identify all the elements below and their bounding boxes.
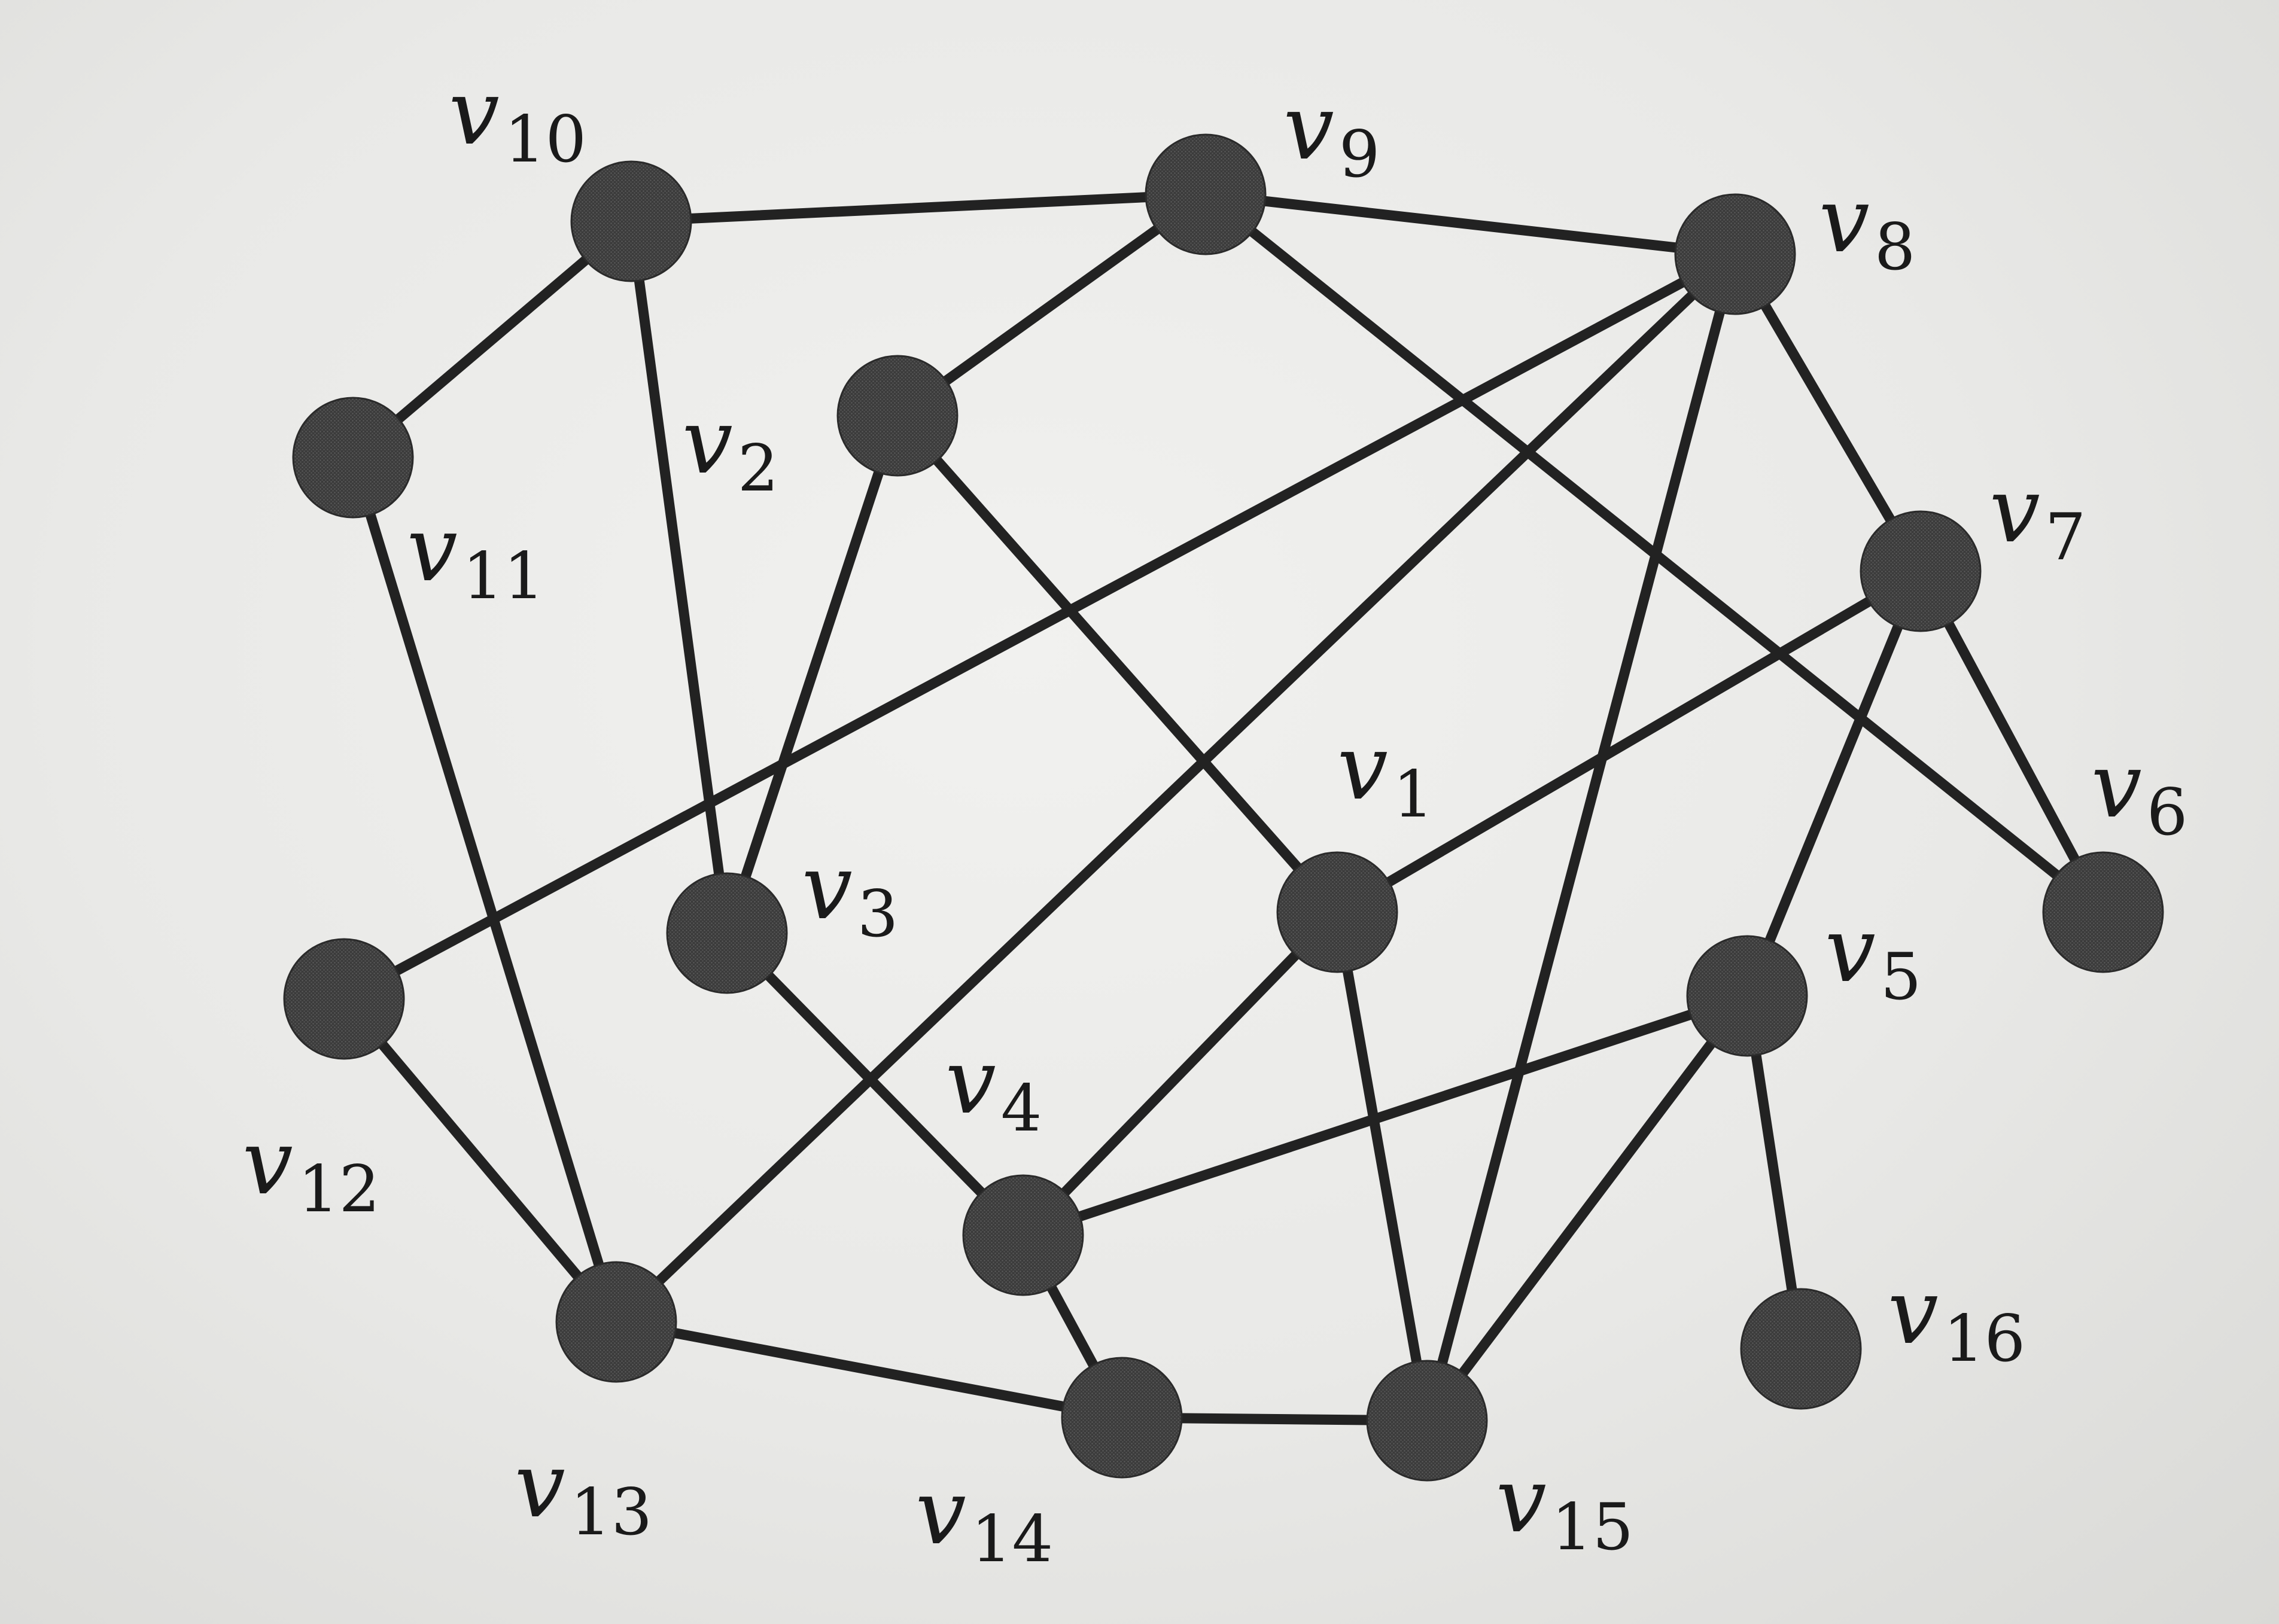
vertex-label-v7: v7 <box>1989 459 2086 575</box>
vertex-label-letter: v <box>1337 716 1388 820</box>
vertex-label-subscript: 2 <box>738 431 779 506</box>
edge-v10-v11 <box>348 216 637 463</box>
edge-v5-v15 <box>1422 991 1752 1426</box>
vertex-label-subscript: 8 <box>1875 210 1916 285</box>
edge-v10-v9 <box>626 189 1211 227</box>
vertex-label-subscript: 14 <box>971 1502 1053 1577</box>
vertex-label-subscript: 6 <box>2147 775 2188 850</box>
vertex-label-v13: v13 <box>515 1434 652 1550</box>
edge-v11-v13 <box>348 452 622 1327</box>
vertex-label-letter: v <box>945 1030 996 1134</box>
vertex-v5 <box>1686 935 1808 1057</box>
vertex-label-letter: v <box>242 1111 293 1215</box>
vertex-label-subscript: 3 <box>857 877 899 952</box>
vertex-label-letter: v <box>1819 169 1870 273</box>
edges-layer <box>339 189 2108 1426</box>
edge-v8-v12 <box>339 249 1741 1004</box>
vertex-label-letter: v <box>1888 1260 1939 1364</box>
nodes-layer <box>283 133 2164 1482</box>
edge-v10-v3 <box>626 216 732 939</box>
edge-v7-v6 <box>1915 566 2108 918</box>
edge-v3-v4 <box>722 928 1029 1241</box>
vertex-label-letter: v <box>802 836 853 940</box>
vertex-v10 <box>570 160 692 282</box>
vertex-label-letter: v <box>2091 734 2142 838</box>
edge-v8-v7 <box>1730 249 1926 577</box>
vertex-v4 <box>962 1174 1084 1296</box>
vertex-label-letter: v <box>1825 898 1876 1003</box>
vertex-label-letter: v <box>449 61 500 165</box>
edge-v1-v4 <box>1018 907 1343 1241</box>
edge-v12-v13 <box>339 994 622 1327</box>
edge-v2-v3 <box>722 410 903 939</box>
vertex-v2 <box>836 355 959 477</box>
vertex-label-v8: v8 <box>1819 169 1915 285</box>
vertex-v7 <box>1860 510 1982 632</box>
vertex-label-v5: v5 <box>1825 898 1921 1014</box>
vertex-v11 <box>292 397 414 519</box>
vertex-label-v3: v3 <box>802 836 898 952</box>
edge-v1-v15 <box>1332 907 1432 1426</box>
vertex-label-v9: v9 <box>1283 76 1380 192</box>
vertex-label-v15: v15 <box>1496 1449 1633 1565</box>
edge-v5-v4 <box>1018 991 1752 1241</box>
vertex-label-letter: v <box>915 1461 966 1565</box>
vertex-label-v10: v10 <box>449 61 586 177</box>
vertex-label-subscript: 12 <box>298 1152 380 1227</box>
vertex-label-subscript: 16 <box>1943 1302 2025 1376</box>
vertex-v14 <box>1061 1357 1183 1479</box>
vertex-label-subscript: 4 <box>1001 1071 1042 1146</box>
vertex-label-subscript: 9 <box>1339 117 1380 192</box>
vertex-label-letter: v <box>1283 76 1334 180</box>
vertex-v13 <box>555 1261 677 1383</box>
vertex-v16 <box>1740 1288 1862 1410</box>
vertex-v12 <box>283 938 405 1060</box>
vertex-label-letter: v <box>1496 1449 1547 1553</box>
vertex-label-v16: v16 <box>1888 1260 2025 1376</box>
vertex-label-v2: v2 <box>682 390 778 506</box>
edge-v2-v1 <box>892 410 1343 918</box>
vertex-v8 <box>1674 193 1796 315</box>
edge-v8-v15 <box>1422 249 1741 1426</box>
vertex-v9 <box>1145 133 1267 255</box>
edge-v7-v5 <box>1742 566 1926 1001</box>
vertex-v1 <box>1276 851 1398 973</box>
vertex-v15 <box>1366 1360 1488 1482</box>
vertex-label-subscript: 10 <box>504 102 586 177</box>
vertex-v6 <box>2042 851 2164 973</box>
vertex-label-v6: v6 <box>2091 734 2187 850</box>
vertex-label-subscript: 1 <box>1393 757 1434 832</box>
edge-v7-v1 <box>1332 566 1926 918</box>
vertex-label-v11: v11 <box>407 498 544 614</box>
vertex-label-subscript: 7 <box>2045 500 2086 575</box>
vertex-label-subscript: 13 <box>570 1475 652 1550</box>
vertex-label-subscript: 11 <box>463 539 544 614</box>
vertex-v3 <box>666 872 788 994</box>
edge-v9-v8 <box>1200 189 1741 260</box>
vertex-label-letter: v <box>407 498 458 602</box>
vertex-label-subscript: 5 <box>1881 940 1922 1014</box>
edge-v9-v2 <box>892 189 1211 421</box>
vertex-label-letter: v <box>515 1434 565 1538</box>
edge-v13-v14 <box>611 1317 1127 1423</box>
vertex-label-v1: v1 <box>1337 716 1434 832</box>
vertex-label-v12: v12 <box>242 1111 380 1227</box>
vertex-label-v4: v4 <box>945 1030 1042 1146</box>
vertex-label-letter: v <box>682 390 733 494</box>
edge-v8-v13 <box>611 249 1741 1327</box>
vertex-label-subscript: 15 <box>1551 1490 1633 1565</box>
vertex-label-letter: v <box>1989 459 2040 563</box>
vertex-label-v14: v14 <box>915 1461 1053 1577</box>
